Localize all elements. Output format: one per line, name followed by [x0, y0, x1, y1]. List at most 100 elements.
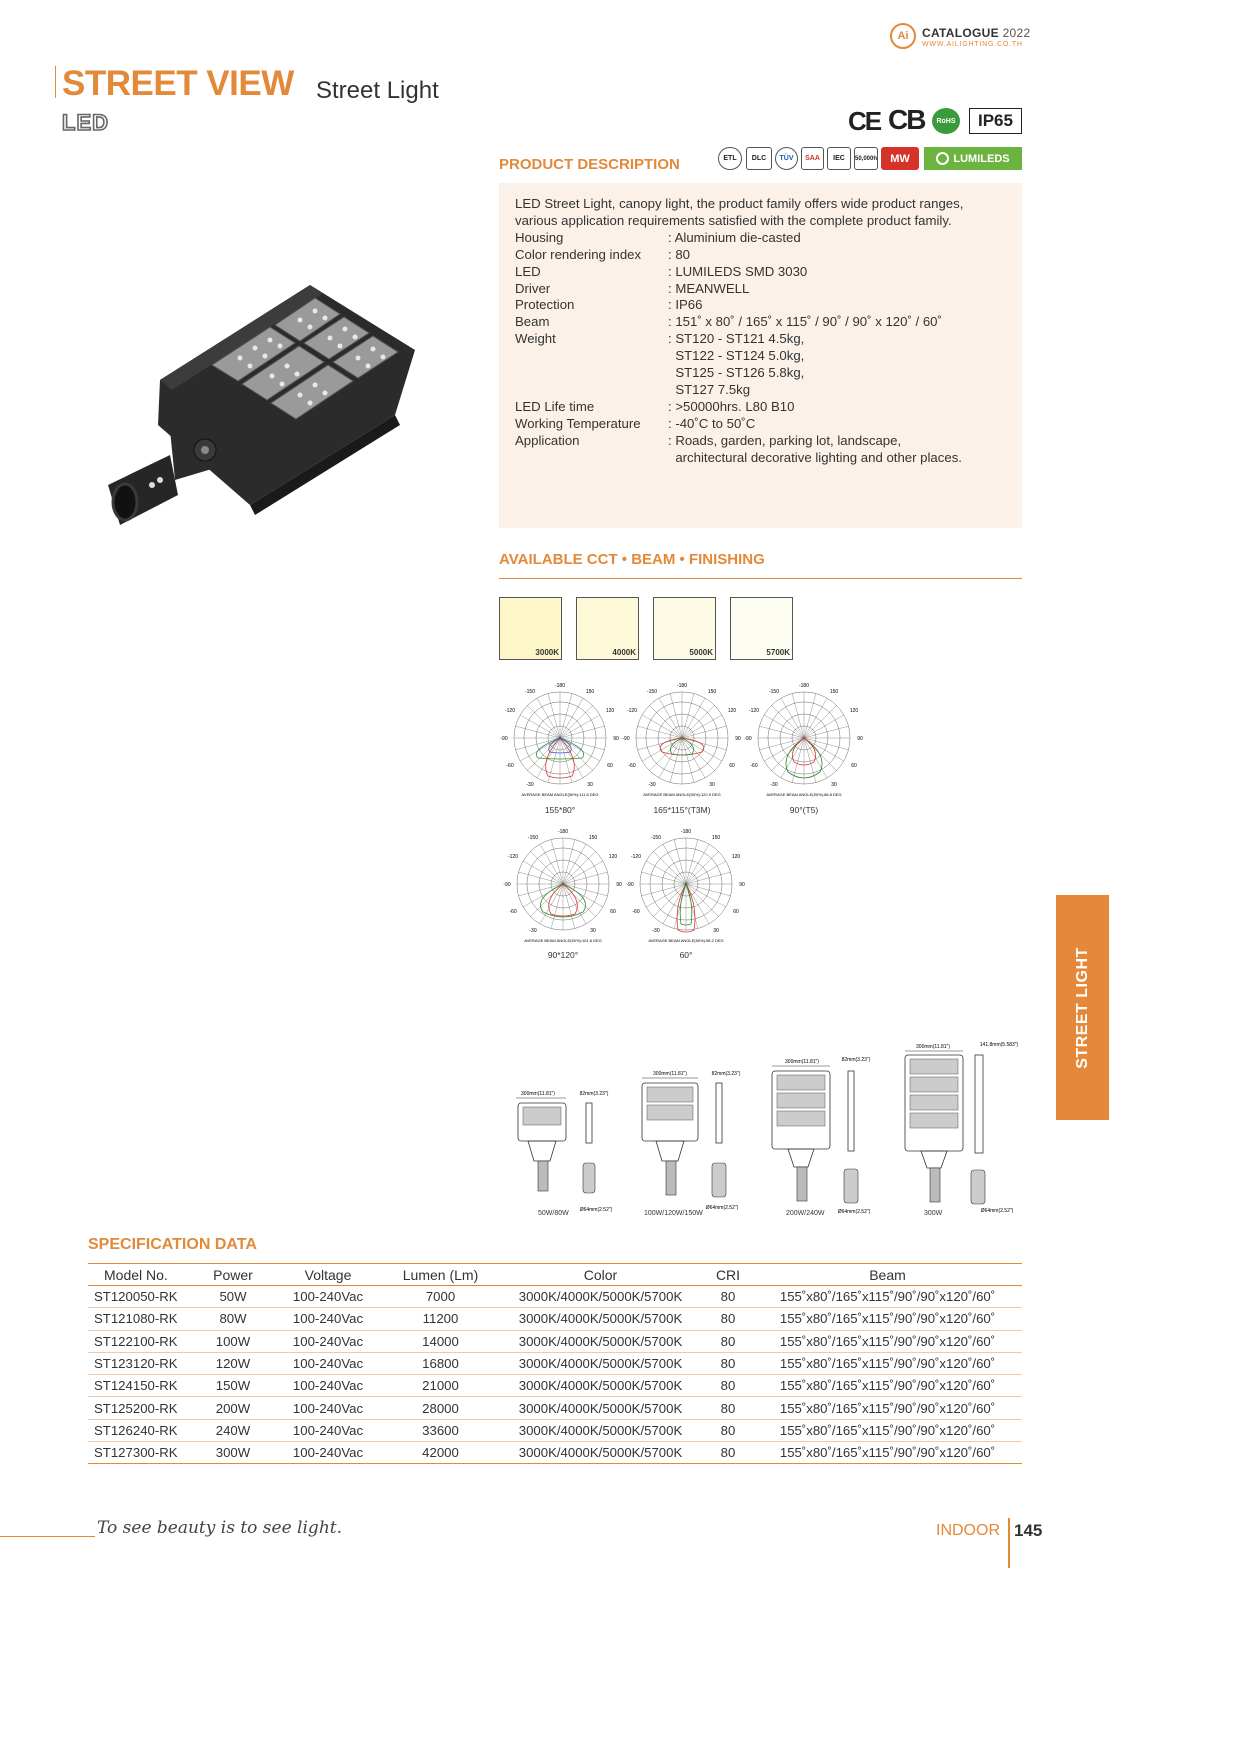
cell-voltage: 100-240Vac [273, 1374, 383, 1398]
polar-footer: AVERAGE BEAM ANGLE(50%):86.8 DEG [766, 792, 841, 797]
cell-lumen: 7000 [383, 1285, 498, 1309]
polar-label-l4: -60 [628, 763, 635, 769]
polar-label-r4: 60 [607, 763, 613, 769]
beam-caption-3: 90°(T5) [789, 805, 819, 815]
category-side-tab[interactable]: STREET LIGHT [1056, 895, 1109, 1120]
cct-beam-finishing-heading: AVAILABLE CCT • BEAM • FINISHING [499, 551, 765, 568]
cb-mark-icon: CB [888, 104, 926, 135]
polar-label-l4: -60 [506, 763, 513, 769]
dim-width-label: 300mm(11.81") [785, 1059, 819, 1065]
col-beam: Beam [753, 1263, 1022, 1286]
polar-label-tl: -150 [528, 835, 538, 841]
polar-label-tr: 150 [589, 835, 598, 841]
polar-label-tl: -150 [651, 835, 661, 841]
polar-footer: AVERAGE BEAM ANGLE(50%):120.9 DEG [643, 792, 721, 797]
cell-cri: 80 [703, 1441, 753, 1465]
cell-lumen: 33600 [383, 1419, 498, 1443]
polar-label-l4: -60 [509, 909, 516, 915]
polar-label-l3: -90 [622, 736, 629, 742]
cell-color: 3000K/4000K/5000K/5700K [498, 1307, 703, 1331]
lumileds-badge: LUMILEDS [924, 147, 1022, 170]
street-light-product-image [108, 285, 415, 525]
page-subtitle: Street Light [316, 77, 439, 104]
dimension-drawing-100-150w: 300mm(11.81") 82mm(3.23") Ø64mm(2.52") [641, 1071, 741, 1211]
cell-model: ST120050-RK [88, 1285, 193, 1309]
polar-label-l2: -120 [627, 708, 637, 714]
catalogue-label: CATALOGUE 2022 [922, 26, 1030, 40]
col-cri: CRI [703, 1263, 753, 1286]
cell-model: ST121080-RK [88, 1307, 193, 1331]
polar-label-top: -180 [677, 683, 687, 689]
polar-label-bl: -30 [648, 782, 655, 788]
spec-value: : MEANWELL [668, 280, 750, 296]
cell-model: ST125200-RK [88, 1396, 193, 1420]
cell-power: 240W [193, 1419, 273, 1443]
cell-beam: 155˚x80˚/165˚x115˚/90˚/90˚x120˚/60˚ [753, 1396, 1022, 1420]
dim-pole-label: Ø64mm(2.52") [580, 1207, 613, 1213]
cell-model: ST122100-RK [88, 1330, 193, 1353]
website-link[interactable]: WWW.AILIGHTING.CO.TH [922, 41, 1023, 48]
polar-label-l2: -120 [505, 708, 515, 714]
polar-label-r3: 90 [613, 736, 619, 742]
spec-label: Color rendering index [515, 246, 642, 262]
spec-label: Working Temperature [515, 415, 641, 431]
polar-label-r3: 90 [735, 736, 741, 742]
polar-label-r2: 120 [732, 854, 741, 860]
swatch-label: 4000K [612, 648, 636, 657]
etl-icon: ETL [718, 147, 742, 170]
polar-label-r4: 60 [851, 763, 857, 769]
cell-voltage: 100-240Vac [273, 1419, 383, 1443]
catalogue-year: 2022 [1002, 26, 1031, 40]
lifetime-icon: 50,000h [854, 147, 878, 170]
polar-label-r3: 90 [616, 882, 622, 888]
dim-pole-label: Ø64mm(2.52") [706, 1205, 739, 1211]
table-header-row: Model No. Power Voltage Lumen (Lm) Color… [88, 1263, 1022, 1286]
spec-value: : Aluminium die-casted [668, 229, 801, 245]
polar-label-top: -180 [558, 829, 568, 835]
spec-label: Beam [515, 314, 550, 330]
polar-label-r4: 60 [610, 909, 616, 915]
spec-row-housing: Housing: Aluminium die-casted [515, 230, 1022, 247]
polar-label-l3: -90 [500, 736, 507, 742]
cell-beam: 155˚x80˚/165˚x115˚/90˚/90˚x120˚/60˚ [753, 1352, 1022, 1376]
product-description-heading: PRODUCT DESCRIPTION [499, 156, 680, 173]
polar-label-br: 30 [590, 928, 596, 934]
cell-voltage: 100-240Vac [273, 1441, 383, 1465]
dimension-caption-3: 200W/240W [786, 1210, 825, 1217]
polar-label-l2: -120 [508, 854, 518, 860]
cell-power: 150W [193, 1374, 273, 1398]
polar-label-r2: 120 [606, 708, 615, 714]
dim-side-label: 82mm(3.23") [580, 1091, 609, 1097]
cell-voltage: 100-240Vac [273, 1396, 383, 1420]
lumileds-text: LUMILEDS [953, 152, 1010, 165]
cell-lumen: 11200 [383, 1307, 498, 1331]
swatch-label: 5000K [689, 648, 713, 657]
dim-side-label: 141.8mm(5.583") [980, 1042, 1019, 1048]
catalogue-word: CATALOGUE [922, 26, 999, 40]
polar-label-top: -180 [555, 683, 565, 689]
polar-label-bl: -30 [652, 928, 659, 934]
polar-label-l3: -90 [744, 736, 751, 742]
cell-cri: 80 [703, 1352, 753, 1376]
cell-cri: 80 [703, 1285, 753, 1309]
spec-value: : 151˚ x 80˚ / 165˚ x 115˚ / 90˚ / 90˚ x… [668, 314, 942, 330]
footer-section-label: INDOOR [936, 1522, 1000, 1539]
polar-label-br: 30 [587, 782, 593, 788]
polar-label-bl: -30 [526, 782, 533, 788]
dimension-drawing-200-240w: 300mm(11.81") 82mm(3.23") Ø64mm(2.52") [771, 1057, 871, 1215]
cell-voltage: 100-240Vac [273, 1285, 383, 1309]
polar-label-r2: 120 [609, 854, 618, 860]
cell-voltage: 100-240Vac [273, 1352, 383, 1376]
spec-row-lifetime: LED Life time: >50000hrs. L80 B10 [515, 399, 1022, 416]
iec-icon: IEC [827, 147, 851, 170]
spec-label: LED Life time [515, 398, 595, 414]
cell-lumen: 21000 [383, 1374, 498, 1398]
col-color: Color [498, 1263, 703, 1286]
polar-label-tr: 150 [708, 689, 717, 695]
cell-cri: 80 [703, 1307, 753, 1331]
spec-value: : LUMILEDS SMD 3030 [668, 263, 808, 279]
cell-voltage: 100-240Vac [273, 1307, 383, 1331]
